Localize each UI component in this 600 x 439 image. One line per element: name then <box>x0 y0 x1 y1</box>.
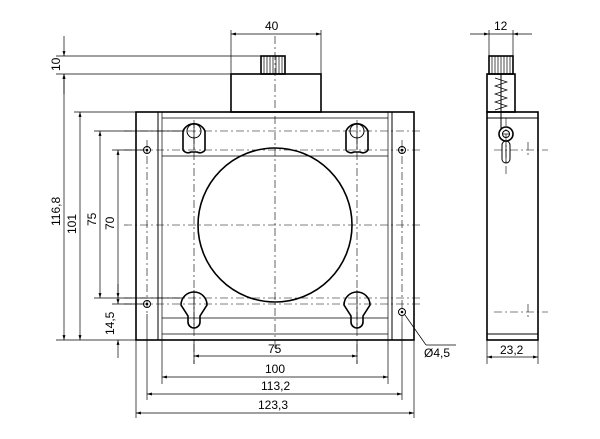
front-plate-outline <box>135 111 415 341</box>
dim-width-top: 40 <box>265 19 279 33</box>
dim-width-100: 100 <box>265 362 285 376</box>
side-view: 12 23,2 <box>470 19 548 364</box>
dim-overall-height: 116,8 <box>49 197 63 226</box>
front-view: 40 10 116,8 101 75 70 14,5 75 <box>49 19 456 418</box>
dim-height-75: 75 <box>85 212 99 226</box>
side-body <box>486 111 539 341</box>
dim-height-101: 101 <box>65 214 79 234</box>
spring <box>493 77 509 111</box>
dim-side-depth: 23,2 <box>500 343 524 357</box>
dim-width-123-3: 123,3 <box>258 398 288 412</box>
dim-offset-14-5: 14,5 <box>103 311 117 335</box>
top-housing <box>230 73 322 113</box>
dim-side-width-top: 12 <box>494 19 508 33</box>
dim-width-75: 75 <box>268 342 282 356</box>
dim-width-113-2: 113,2 <box>261 379 290 393</box>
dim-height-70: 70 <box>103 216 117 230</box>
dim-height-top: 10 <box>49 57 63 71</box>
dim-hole-diameter: Ø4,5 <box>424 346 450 360</box>
